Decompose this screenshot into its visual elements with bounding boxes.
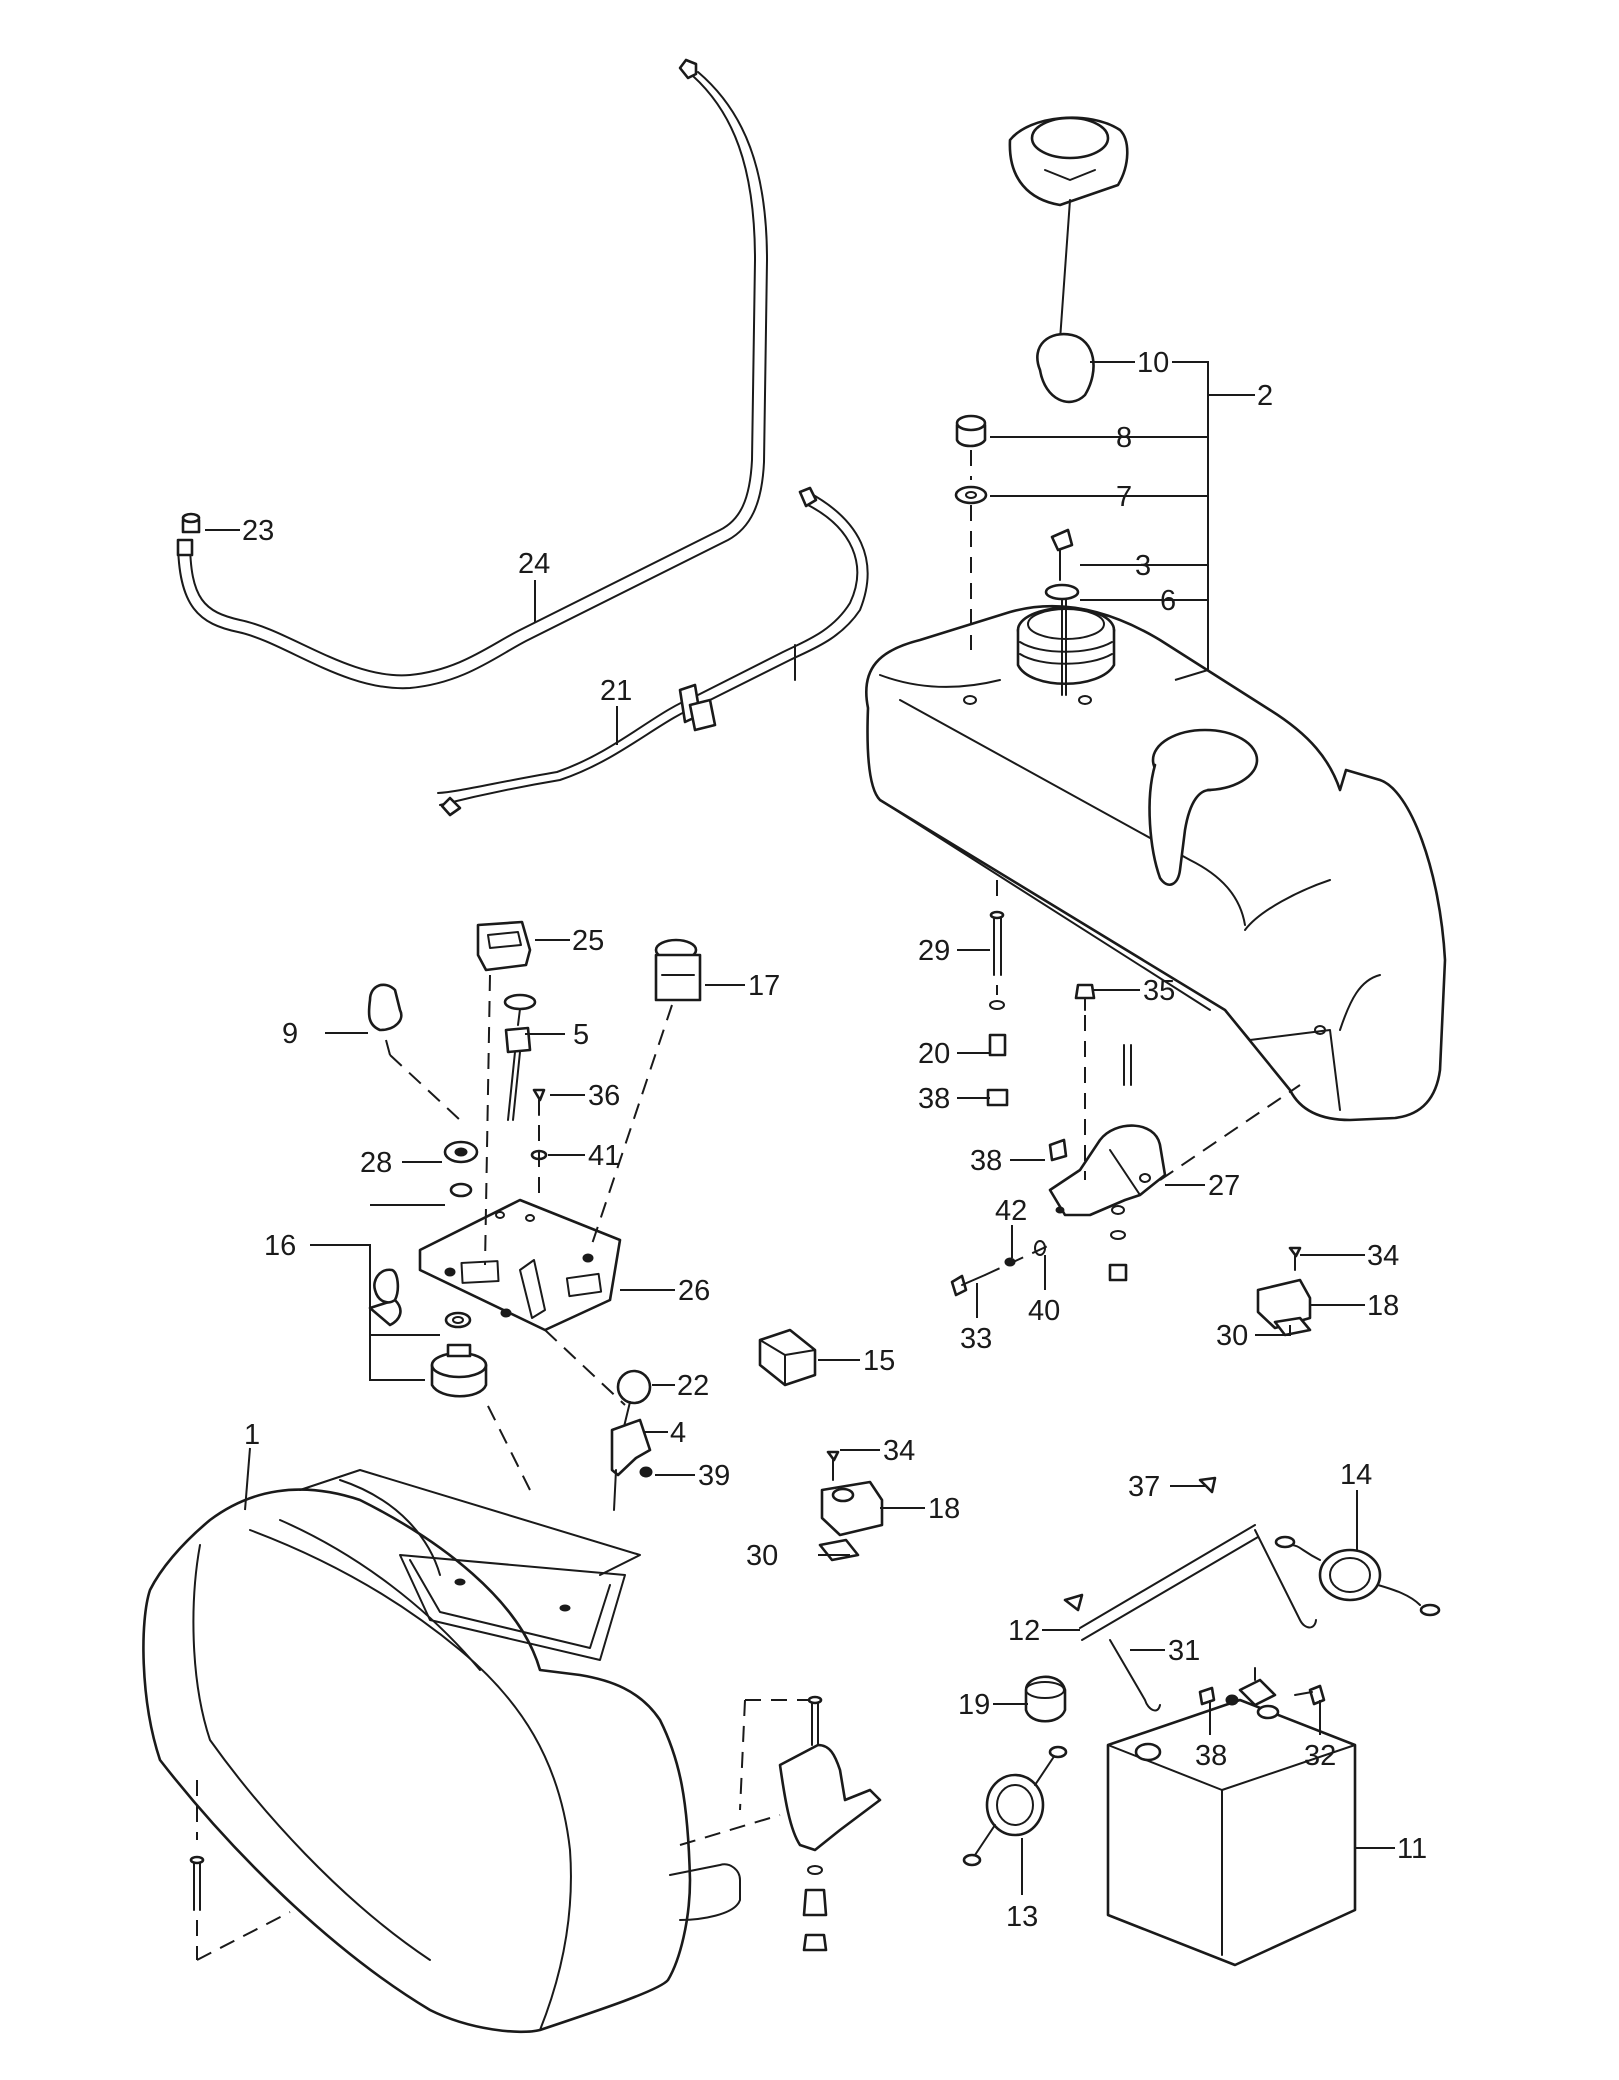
callout-35: 35 (1143, 975, 1175, 1007)
callout-11: 11 (1397, 1833, 1427, 1865)
callout-16: 16 (264, 1230, 296, 1262)
callout-1: 1 (244, 1419, 260, 1451)
callout-8: 8 (1116, 422, 1132, 454)
callout-24: 24 (518, 548, 550, 580)
callout-37: 37 (1128, 1471, 1160, 1503)
solenoid-18-lower (818, 1450, 884, 1562)
bracket-27 (1048, 1084, 1301, 1217)
callout-32: 32 (1304, 1740, 1336, 1772)
seat-stud (189, 1780, 291, 1961)
stud-29-spring (986, 880, 1009, 1107)
callout-10: 10 (1137, 347, 1169, 379)
terminal-hardware-32-38 (1198, 1667, 1326, 1707)
seat-pod (142, 1399, 741, 2034)
callout-23: 23 (242, 515, 274, 547)
callout-34a: 34 (1367, 1240, 1399, 1272)
vent-parts (954, 414, 1080, 696)
bolt-35 (1074, 983, 1132, 1180)
callout-22: 22 (677, 1370, 709, 1402)
callout-42: 42 (995, 1195, 1027, 1227)
boot-19 (1024, 1675, 1067, 1723)
switch-17 (589, 938, 702, 1251)
screw-36-nut-41 (530, 1088, 548, 1200)
bolt-33-washers (950, 1205, 1128, 1297)
ignition-parts (368, 1140, 488, 1398)
callout-9: 9 (282, 1018, 298, 1050)
callout-18b: 18 (928, 1493, 960, 1525)
fuel-line-24 (176, 58, 768, 690)
callout-14: 14 (1340, 1459, 1372, 1491)
switch-25 (476, 920, 532, 1266)
cable-14 (1274, 1535, 1441, 1617)
callout-20: 20 (918, 1038, 950, 1070)
callout-41: 41 (588, 1140, 620, 1172)
key-9 (367, 983, 461, 1121)
hold-down-rod-12 (1063, 1476, 1317, 1712)
callout-25: 25 (572, 925, 604, 957)
callout-29: 29 (918, 935, 950, 967)
callout-33: 33 (960, 1323, 992, 1355)
callout-26: 26 (678, 1275, 710, 1307)
callout-21: 21 (600, 675, 632, 707)
callout-17: 17 (748, 970, 780, 1002)
callout-30b: 30 (746, 1540, 778, 1572)
callout-18a: 18 (1367, 1290, 1399, 1322)
fuel-cap (1008, 116, 1129, 404)
callout-30a: 30 (1216, 1320, 1248, 1352)
lower-bracket (679, 1695, 882, 1952)
leader-lines (205, 361, 1395, 1895)
control-panel-plate (418, 1198, 622, 1332)
relay-15 (758, 1328, 817, 1387)
callout-12: 12 (1008, 1615, 1040, 1647)
callout-3: 3 (1135, 550, 1151, 582)
callout-6: 6 (1160, 585, 1176, 617)
fuel-line-21 (437, 486, 869, 817)
callout-38a: 38 (918, 1083, 950, 1115)
callout-4: 4 (670, 1417, 686, 1449)
choke-knob-5 (503, 993, 537, 1121)
fuel-cap-23 (181, 512, 201, 534)
callout-5: 5 (573, 1019, 589, 1051)
callout-31: 31 (1168, 1635, 1200, 1667)
callout-40: 40 (1028, 1295, 1060, 1327)
fuel-tank (865, 604, 1447, 1122)
solenoid-18-upper (1256, 1246, 1312, 1337)
callout-36: 36 (588, 1080, 620, 1112)
callout-7: 7 (1116, 481, 1132, 513)
callout-38c: 38 (1195, 1740, 1227, 1772)
cable-13 (962, 1745, 1068, 1867)
callout-15: 15 (863, 1345, 895, 1377)
callout-2: 2 (1257, 380, 1273, 412)
callout-28: 28 (360, 1147, 392, 1179)
callout-27: 27 (1208, 1170, 1240, 1202)
callout-34b: 34 (883, 1435, 915, 1467)
callout-38b: 38 (970, 1145, 1002, 1177)
callout-19: 19 (958, 1689, 990, 1721)
callout-13: 13 (1006, 1901, 1038, 1933)
callout-39: 39 (698, 1460, 730, 1492)
nut-38-upper (1048, 1138, 1068, 1162)
battery (1106, 1698, 1357, 1967)
callout-labels: 1 2 3 4 5 6 7 8 9 10 11 12 13 14 15 16 1… (242, 347, 1427, 1933)
throttle-lever-4-22 (544, 1329, 653, 1511)
